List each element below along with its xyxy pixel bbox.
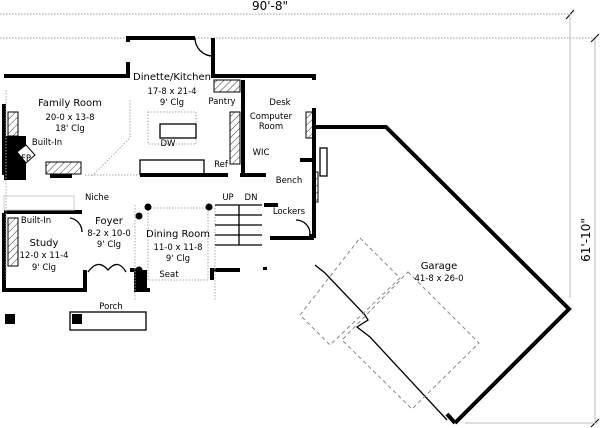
room-dining-room: Dining Room 11-0 x 11-8 9' Clg	[146, 229, 210, 264]
interior-details	[5, 37, 328, 331]
dining-room-size: 11-0 x 11-8	[153, 243, 202, 253]
study-name: Study	[30, 238, 59, 249]
fixture-labels: Pantry Desk DW Ref WIC Built-In FP Niche…	[21, 97, 306, 312]
fp-label: FP	[21, 154, 31, 164]
pantry-label: Pantry	[208, 97, 235, 107]
desk-label: Desk	[269, 98, 290, 108]
ref-label: Ref	[214, 160, 229, 170]
dimension-width: 90'-8"	[0, 0, 595, 298]
dining-room-ceiling: 9' Clg	[166, 254, 190, 264]
width-dimension-label: 90'-8"	[252, 0, 288, 13]
dinette-kitchen-size: 17-8 x 21-4	[147, 87, 196, 97]
dinette-kitchen-ceiling: 9' Clg	[160, 98, 184, 108]
garage: Garage 41-8 x 26-0	[299, 125, 572, 425]
stairs	[215, 204, 262, 246]
computer-room-line2: Room	[259, 122, 283, 132]
dimension-depth: 61'-10"	[465, 33, 600, 428]
room-family-room: Family Room 20-0 x 13-8 18' Clg	[38, 98, 102, 134]
garage-name: Garage	[421, 261, 458, 272]
garage-size: 41-8 x 26-0	[414, 274, 463, 284]
family-room-ceiling: 18' Clg	[55, 124, 85, 134]
built-in-study-label: Built-In	[21, 216, 51, 226]
room-dinette-kitchen: Dinette/Kitchen 17-8 x 21-4 9' Clg	[133, 72, 211, 108]
bench-label: Bench	[276, 176, 303, 186]
room-study: Study 12-0 x 11-4 9' Clg	[19, 238, 68, 273]
room-foyer: Foyer 8-2 x 10-0 9' Clg	[87, 216, 131, 250]
niche-label: Niche	[85, 193, 109, 203]
family-room-name: Family Room	[38, 98, 102, 109]
room-computer-room: Computer Room	[250, 112, 293, 132]
lockers-label: Lockers	[273, 207, 306, 217]
study-ceiling: 9' Clg	[32, 263, 56, 273]
seat-label: Seat	[159, 270, 179, 280]
built-in-family-label: Built-In	[32, 138, 62, 148]
foyer-size: 8-2 x 10-0	[87, 229, 131, 239]
depth-dimension-label: 61'-10"	[579, 218, 593, 262]
study-size: 12-0 x 11-4	[19, 251, 68, 261]
foyer-ceiling: 9' Clg	[97, 240, 121, 250]
dn-label: DN	[245, 193, 258, 203]
up-label: UP	[222, 193, 233, 203]
dw-label: DW	[161, 139, 177, 149]
family-room-size: 20-0 x 13-8	[45, 113, 94, 123]
foyer-name: Foyer	[95, 216, 124, 227]
dinette-kitchen-name: Dinette/Kitchen	[133, 72, 211, 83]
porch-label: Porch	[99, 302, 122, 312]
computer-room-line1: Computer	[250, 112, 293, 122]
wic-label: WIC	[253, 148, 270, 158]
dining-room-name: Dining Room	[146, 229, 210, 240]
